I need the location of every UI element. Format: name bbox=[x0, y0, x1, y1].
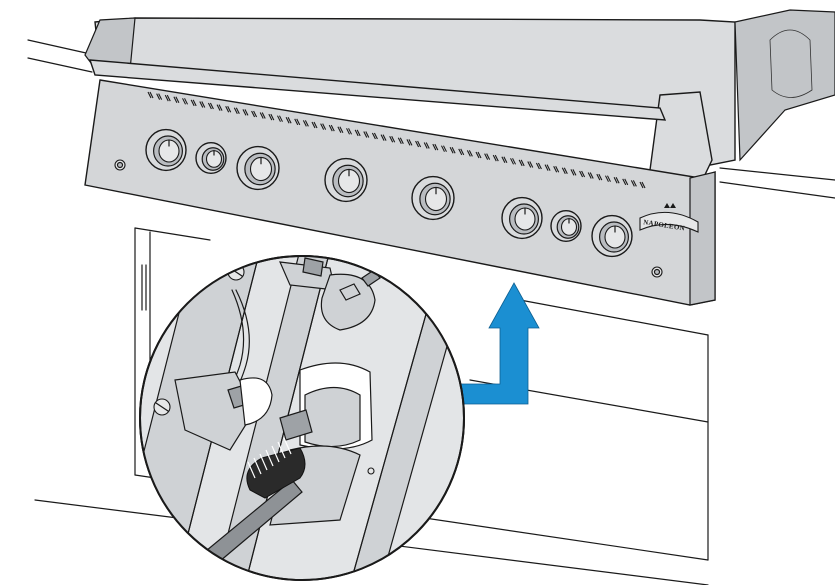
vent-slot bbox=[492, 154, 499, 162]
vent-slot bbox=[553, 165, 560, 173]
control-knob[interactable] bbox=[195, 141, 227, 174]
vent-slot bbox=[527, 161, 534, 168]
vent-slot bbox=[570, 169, 577, 176]
vent-slot bbox=[164, 94, 171, 102]
vent-slot bbox=[276, 115, 283, 122]
vent-slot bbox=[199, 101, 206, 108]
vent-slot bbox=[613, 177, 620, 184]
control-knob[interactable] bbox=[591, 214, 633, 258]
vent-slot bbox=[544, 164, 551, 171]
vent-slot bbox=[458, 148, 465, 156]
control-knob[interactable] bbox=[324, 157, 368, 203]
vent-slot bbox=[251, 110, 258, 118]
control-panel: NAPOLEON bbox=[84, 79, 716, 306]
vent-slot bbox=[475, 151, 482, 159]
brush-bristle-row bbox=[265, 449, 274, 467]
vent-slot bbox=[346, 128, 353, 135]
vent-slot bbox=[466, 150, 473, 157]
brush-bristle-row bbox=[277, 441, 286, 459]
vent-slot bbox=[484, 153, 491, 160]
vent-slot bbox=[294, 118, 301, 126]
vent-slot bbox=[190, 99, 197, 107]
vent-slot bbox=[311, 121, 318, 129]
vent-slot bbox=[259, 112, 266, 119]
vent-slot bbox=[440, 145, 447, 152]
vent-slot bbox=[156, 93, 163, 100]
vent-slot bbox=[363, 131, 370, 138]
brush-bristle-row bbox=[253, 457, 262, 475]
vent-slot bbox=[207, 102, 214, 110]
vent-slot bbox=[182, 98, 189, 105]
vent-slot bbox=[639, 181, 646, 189]
brush-bristle-row bbox=[283, 437, 292, 455]
vent-slot bbox=[225, 105, 232, 113]
control-knob[interactable] bbox=[236, 145, 280, 191]
vent-slot bbox=[535, 162, 542, 170]
vent-slot bbox=[510, 158, 517, 165]
vent-slot bbox=[242, 109, 249, 116]
vent-slot bbox=[501, 156, 508, 163]
vent-slot bbox=[561, 167, 568, 175]
vent-slot bbox=[604, 175, 611, 182]
control-knobs bbox=[145, 128, 633, 258]
brush-bristle-row bbox=[259, 453, 268, 471]
vent-slot bbox=[302, 120, 309, 127]
vent-slot bbox=[380, 134, 387, 141]
vent-slot bbox=[596, 173, 603, 181]
control-knob[interactable] bbox=[411, 175, 455, 221]
vent-slot bbox=[216, 104, 223, 111]
vent-slot bbox=[320, 123, 327, 130]
vent-slot bbox=[371, 132, 378, 140]
vent-slot bbox=[233, 107, 240, 115]
control-knob[interactable] bbox=[145, 128, 187, 172]
vent-slots bbox=[147, 91, 646, 189]
island-outline bbox=[27, 39, 835, 585]
brush-bristle-row bbox=[247, 461, 256, 479]
vent-slot bbox=[354, 129, 361, 137]
brush-bristle-row bbox=[271, 445, 280, 463]
vent-slot bbox=[147, 91, 154, 99]
vent-slot bbox=[423, 142, 430, 149]
cleaning-brush bbox=[194, 437, 306, 573]
vent-slot bbox=[587, 172, 594, 179]
control-knob[interactable] bbox=[501, 196, 543, 240]
vent-slot bbox=[389, 135, 396, 143]
vent-slot bbox=[622, 178, 629, 186]
vent-slot bbox=[630, 180, 637, 187]
grill-lid bbox=[84, 9, 835, 186]
vent-slot bbox=[268, 113, 275, 121]
vent-slot bbox=[397, 137, 404, 145]
zoom-detail-inset bbox=[139, 255, 465, 581]
vent-slot bbox=[449, 147, 456, 154]
vent-slot bbox=[415, 140, 422, 148]
vent-slot bbox=[518, 159, 525, 167]
vent-slot bbox=[337, 126, 344, 133]
vent-slot bbox=[406, 139, 413, 146]
vent-slot bbox=[173, 96, 180, 103]
vent-slot bbox=[285, 117, 292, 124]
vent-slot bbox=[432, 143, 439, 151]
vent-slot bbox=[328, 124, 335, 132]
arrow-up-bent-icon bbox=[457, 282, 540, 405]
control-knob[interactable] bbox=[550, 209, 582, 242]
vent-slot bbox=[579, 170, 586, 178]
